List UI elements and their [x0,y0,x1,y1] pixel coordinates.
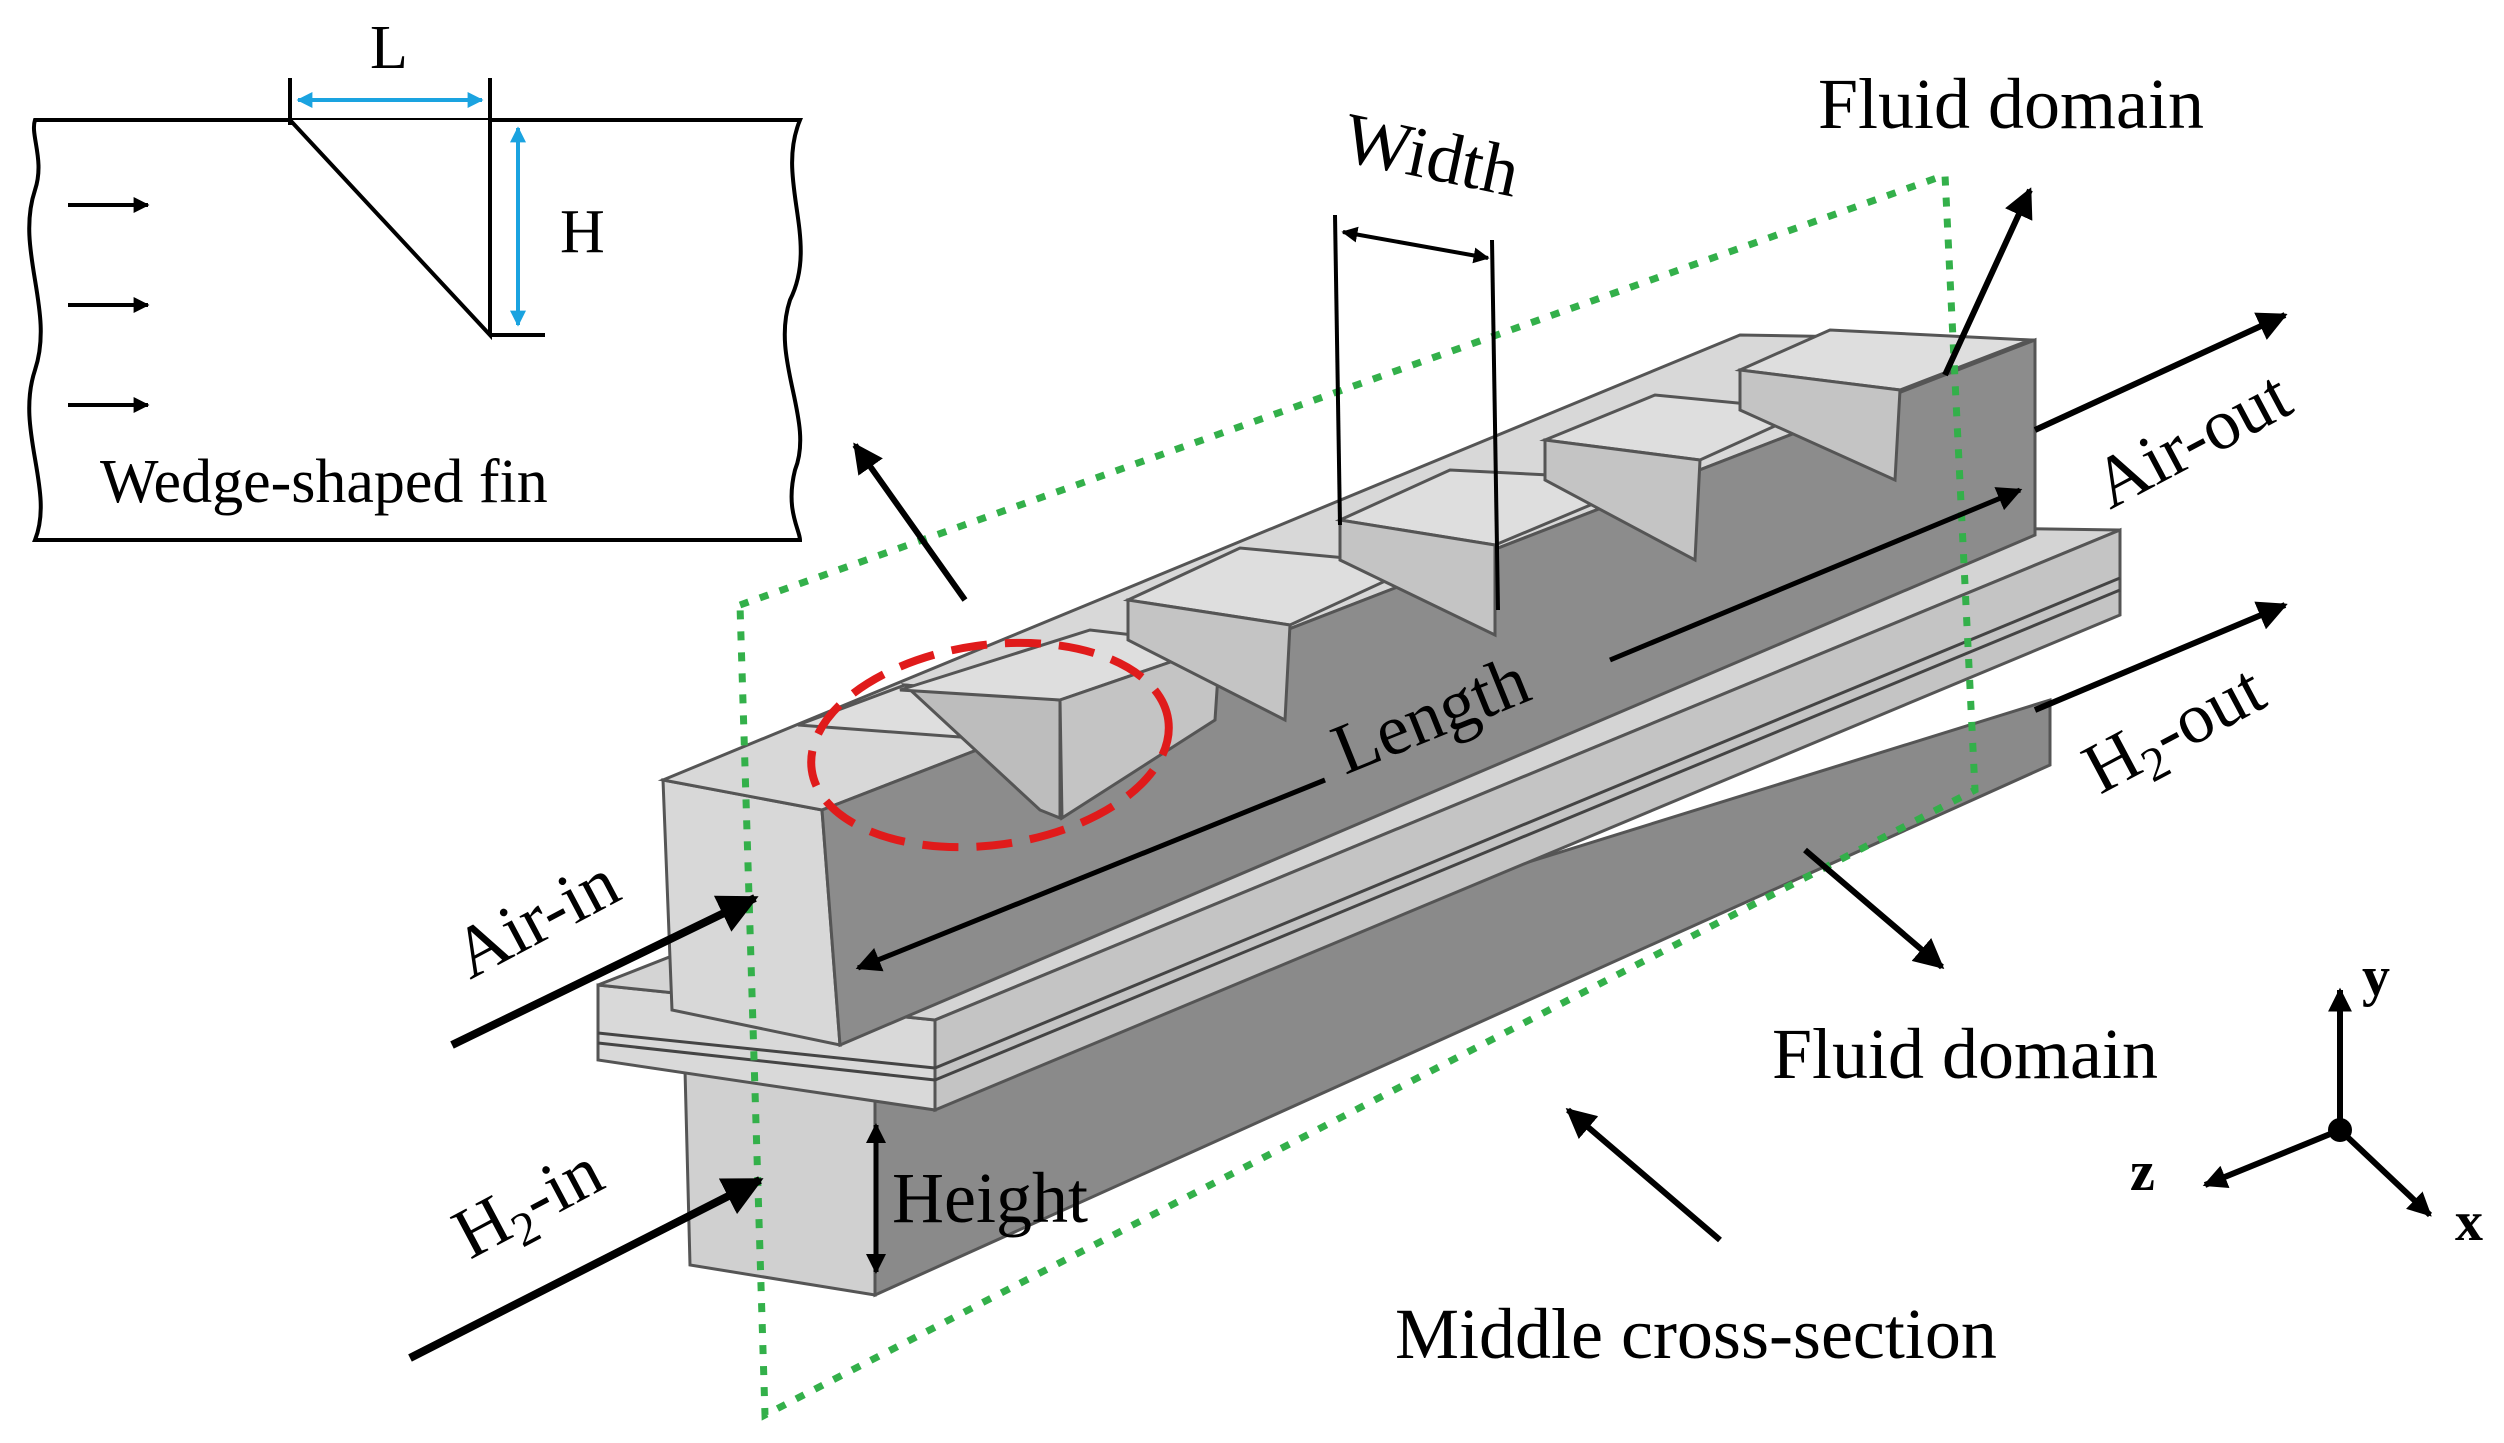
h2-out-arrow [2033,601,2288,713]
axis-x-label: x [2455,1191,2483,1253]
air-out-arrow [2033,312,2288,433]
axis-z-line [2202,1127,2342,1188]
fluid-domain-bottom-label: Fluid domain [1772,1014,2158,1094]
channel-3d-model [596,328,2122,1298]
height-label: Height [892,1158,1088,1238]
wedge-fin-6-face [1738,368,1902,483]
inset-channel-outline [27,118,803,542]
axis-x-line [2337,1127,2433,1218]
height-dimension: Height [866,1123,1088,1274]
inset-caption: Wedge-shaped fin [100,448,548,516]
axis-z-label: z [2130,1141,2155,1203]
fluid-domain-top-arrow [1942,187,2033,377]
membrane-layer-line-4 [934,588,2121,1082]
length-arrow-right [1609,487,2023,663]
membrane-layer-line-2 [597,1041,936,1082]
axis-origin [2328,1118,2352,1142]
wedge-fin-2-face [1058,642,1222,821]
h2-in-label: H2-in [440,1130,620,1282]
air-in-arrow [450,894,759,1049]
width-dimension-arrow [1341,226,1490,264]
membrane-layer-line-3 [934,576,2121,1070]
coordinate-axes: y z x [2130,946,2483,1253]
middle-cross-section-plane [736,170,1979,1421]
wedge-fin-3 [1122,546,1426,723]
axis-y-label: y [2362,946,2390,1008]
h2-outlet: H2-out [2033,601,2288,817]
width-extension-left [1333,214,1342,526]
wedge-fin-4-face [1338,518,1497,638]
middle-cross-section-label: Middle cross-section [1395,1294,1997,1374]
wedge-fin-3-face [1126,598,1292,723]
inset-H-label: H [560,198,605,266]
air-outlet: Air-out [2033,312,2303,524]
middle-cross-section-arrow [1565,1107,1722,1243]
h2-channel-front-face [683,1063,877,1297]
length-arrow-left [855,777,1326,972]
width-extension-right [1490,239,1500,611]
h2-in-arrow [408,1176,764,1362]
width-dimension: Width [1333,97,1527,611]
inset-wedge-fin: L H Wedge-shaped fin [27,14,803,542]
inset-L-label: L [370,14,408,82]
width-label: Width [1337,97,1527,212]
highlighted-fin-ellipse [807,638,1173,852]
air-out-label: Air-out [2080,355,2303,524]
membrane-layer-line-1 [597,1031,936,1070]
inset-pointer-arrow [852,442,968,602]
fluid-domain-bottom-arrow [1803,847,1945,970]
h2-out-label: H2-out [2070,648,2281,817]
fluid-domain-top-label: Fluid domain [1818,64,2204,144]
wedge-fin-5-face [1543,438,1702,563]
